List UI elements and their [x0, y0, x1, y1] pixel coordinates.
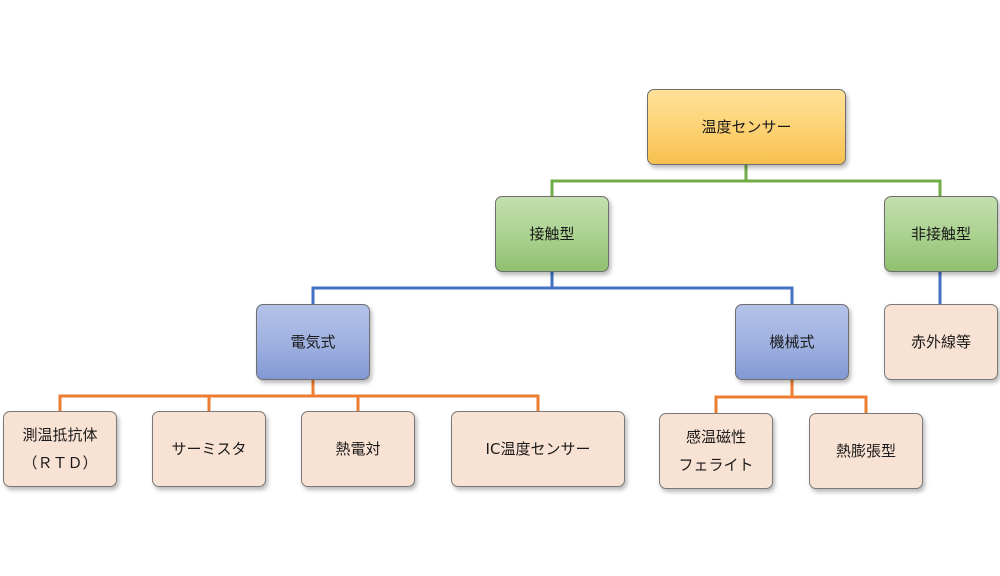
- node-ferrite: 感温磁性 フェライト: [659, 413, 773, 489]
- node-thermocouple-label: 熱電対: [335, 439, 381, 458]
- node-thermocouple: 熱電対: [301, 411, 415, 487]
- node-temperature-sensor: 温度センサー: [647, 89, 846, 165]
- node-electric-type-label: 電気式: [290, 332, 336, 351]
- node-electric-type: 電気式: [256, 304, 370, 380]
- node-rtd-label-line1: 測温抵抗体: [22, 425, 98, 444]
- node-mechanical-type-label: 機械式: [769, 332, 815, 351]
- node-noncontact-type: 非接触型: [884, 196, 998, 272]
- node-mechanical-type: 機械式: [735, 304, 849, 380]
- node-ic-temperature-sensor-label: IC温度センサー: [485, 439, 591, 458]
- connector-electric-to-ic-sensor: [311, 380, 540, 411]
- connector-contact-to-electric: [311, 272, 554, 304]
- node-thermal-expansion: 熱膨張型: [809, 413, 923, 489]
- node-thermistor-label: サーミスタ: [171, 439, 247, 458]
- connector-mechanical-to-expansion: [790, 380, 868, 413]
- connector-contact-to-mechanical: [550, 272, 794, 304]
- connector-mechanical-to-ferrite: [714, 380, 794, 413]
- connector-root-to-noncontact: [744, 165, 942, 196]
- node-ic-temperature-sensor: IC温度センサー: [451, 411, 625, 487]
- node-infrared-label: 赤外線等: [910, 332, 971, 351]
- node-contact-type-label: 接触型: [529, 224, 575, 243]
- node-contact-type: 接触型: [495, 196, 609, 272]
- connector-electric-to-thermistor: [207, 380, 315, 411]
- node-temperature-sensor-label: 温度センサー: [701, 117, 792, 136]
- node-thermistor: サーミスタ: [152, 411, 266, 487]
- node-rtd: 測温抵抗体 （ＲＴＤ）: [3, 411, 117, 487]
- node-rtd-label-line2: （ＲＴＤ）: [22, 454, 98, 472]
- node-infrared: 赤外線等: [884, 304, 998, 380]
- node-thermal-expansion-label: 熱膨張型: [835, 441, 896, 460]
- node-ferrite-label-line2: フェライト: [678, 456, 754, 474]
- node-ferrite-label-line1: 感温磁性: [685, 427, 746, 446]
- connector-root-to-contact: [550, 165, 748, 196]
- node-noncontact-type-label: 非接触型: [910, 224, 971, 243]
